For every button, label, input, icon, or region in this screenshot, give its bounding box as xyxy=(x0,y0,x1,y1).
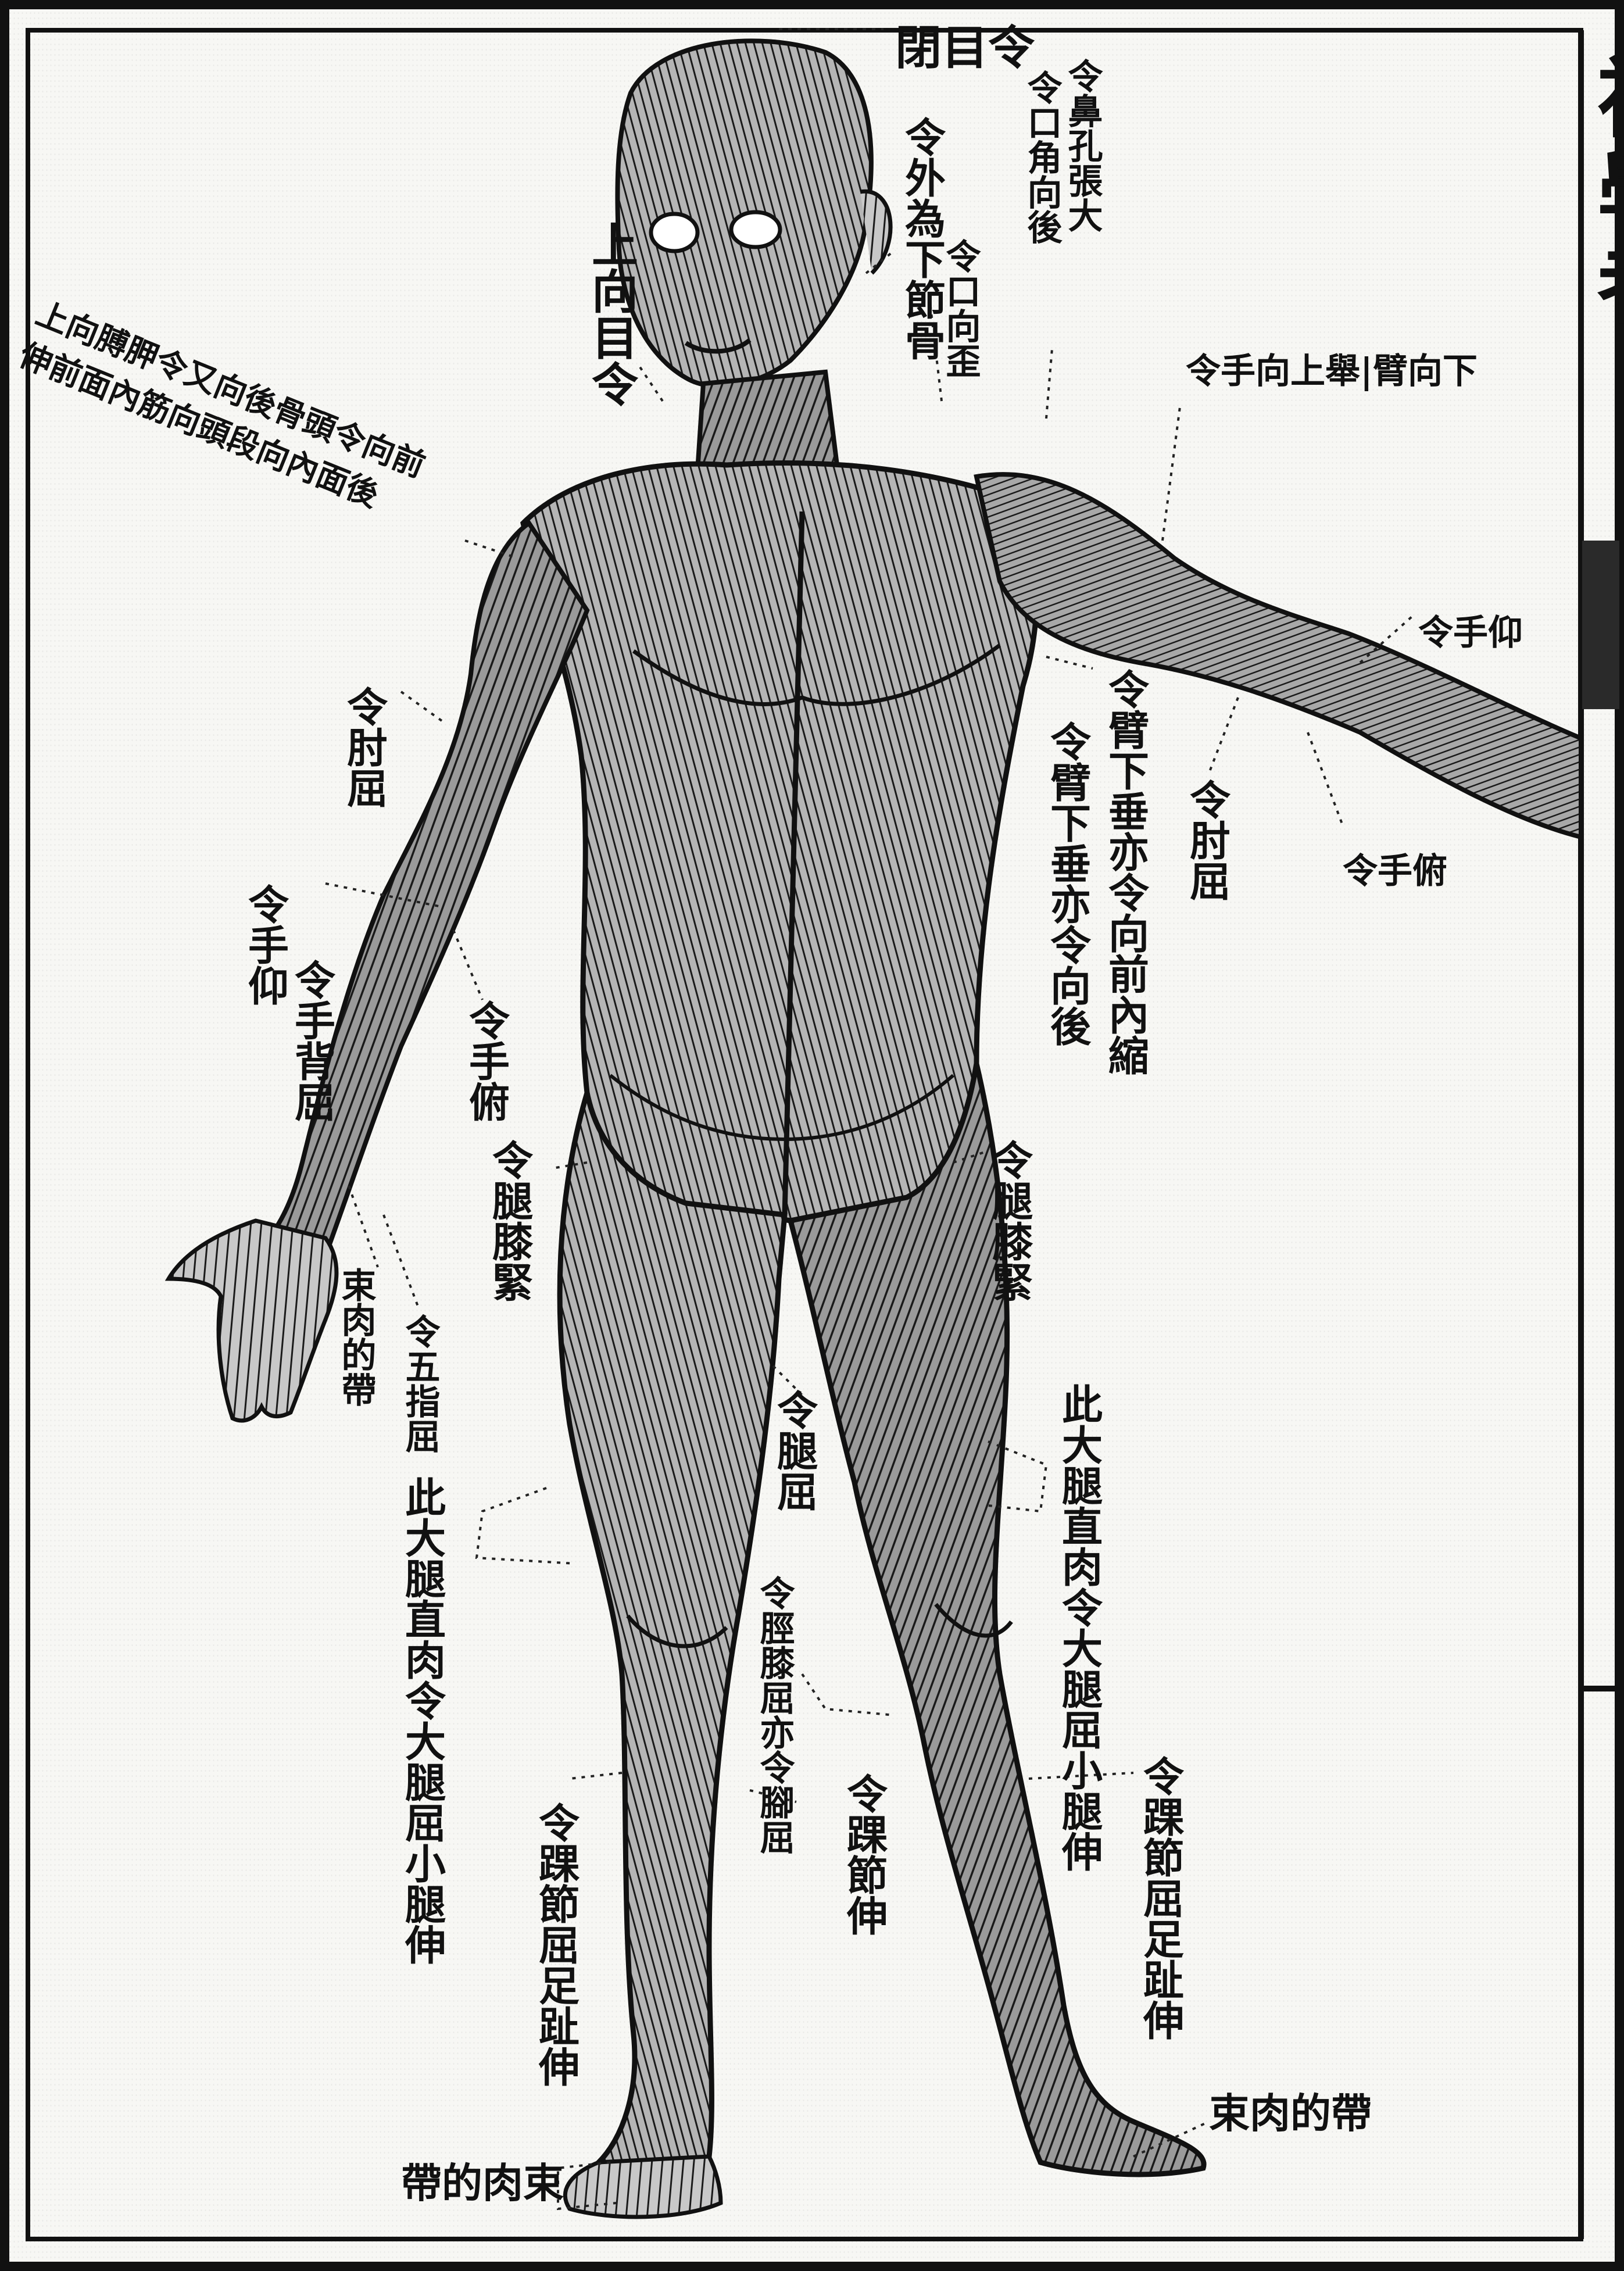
label-thigh-left: 令腿膝緊 xyxy=(488,1139,531,1302)
label-eye-outer: 上向目令 xyxy=(587,221,636,424)
label-neck-col1: 令鼻孔張大 xyxy=(1064,58,1100,419)
label-cheek: 令口向歪 xyxy=(942,238,978,424)
label-left-forearm2: 令手背屈 xyxy=(291,959,334,1122)
label-chest-back: 令臂下垂亦令向後 xyxy=(1046,721,1089,1151)
label-temple: 令外為下節骨 xyxy=(901,116,944,442)
label-neck-col2: 令口角向後 xyxy=(1023,70,1060,419)
label-foot-band-left: 帶的肉束 xyxy=(401,2151,564,2209)
label-chest-front: 令臂下垂亦令向前內縮 xyxy=(1104,668,1147,1168)
label-left-biceps: 令肘屈 xyxy=(343,686,386,808)
side-dark-block xyxy=(1582,541,1619,709)
label-elbow: 令肘屈 xyxy=(1186,779,1229,901)
label-thigh-right: 令腿膝緊 xyxy=(988,1139,1031,1302)
label-left-hand1: 束肉的帶 xyxy=(337,1267,374,1407)
label-left-forearm1: 令手仰 xyxy=(244,884,287,1006)
figure-leg-left xyxy=(560,1093,785,2173)
label-foot-band-right: 束肉的帶 xyxy=(1209,2081,1372,2140)
label-thigh-note-left: 此大腿直肉令大腿屈小腿伸 xyxy=(401,1476,444,2000)
label-forearm-down: 令手俯 xyxy=(1343,843,1447,893)
side-column-text: 初學者 xyxy=(1590,52,1624,517)
label-left-hand2: 令五指屈 xyxy=(401,1314,438,1453)
figure-neck xyxy=(697,372,837,471)
label-ankle-left: 令踝節屈足趾伸 xyxy=(535,1802,578,2162)
label-knee-center: 令腿屈 xyxy=(773,1389,816,1511)
figure-arm-left xyxy=(256,523,587,1256)
label-thigh-note-right: 此大腿直肉令大腿屈小腿伸 xyxy=(1058,1383,1101,1907)
label-left-wrist: 令手俯 xyxy=(465,1000,508,1122)
label-forearm-up: 令手仰 xyxy=(1418,605,1523,655)
label-shoulder: 令手向上舉|臂向下 xyxy=(1186,343,1478,394)
figure-hand-left xyxy=(169,1221,337,1421)
label-ankle-center: 令踝節伸 xyxy=(843,1773,886,1936)
label-head-top: 令目閉 xyxy=(895,23,1035,72)
figure-torso xyxy=(523,463,1036,1221)
label-ankle-right: 令踝節屈足趾伸 xyxy=(1139,1755,1182,2127)
label-shin-center: 令脛膝屈亦令腳屈 xyxy=(756,1575,792,1970)
